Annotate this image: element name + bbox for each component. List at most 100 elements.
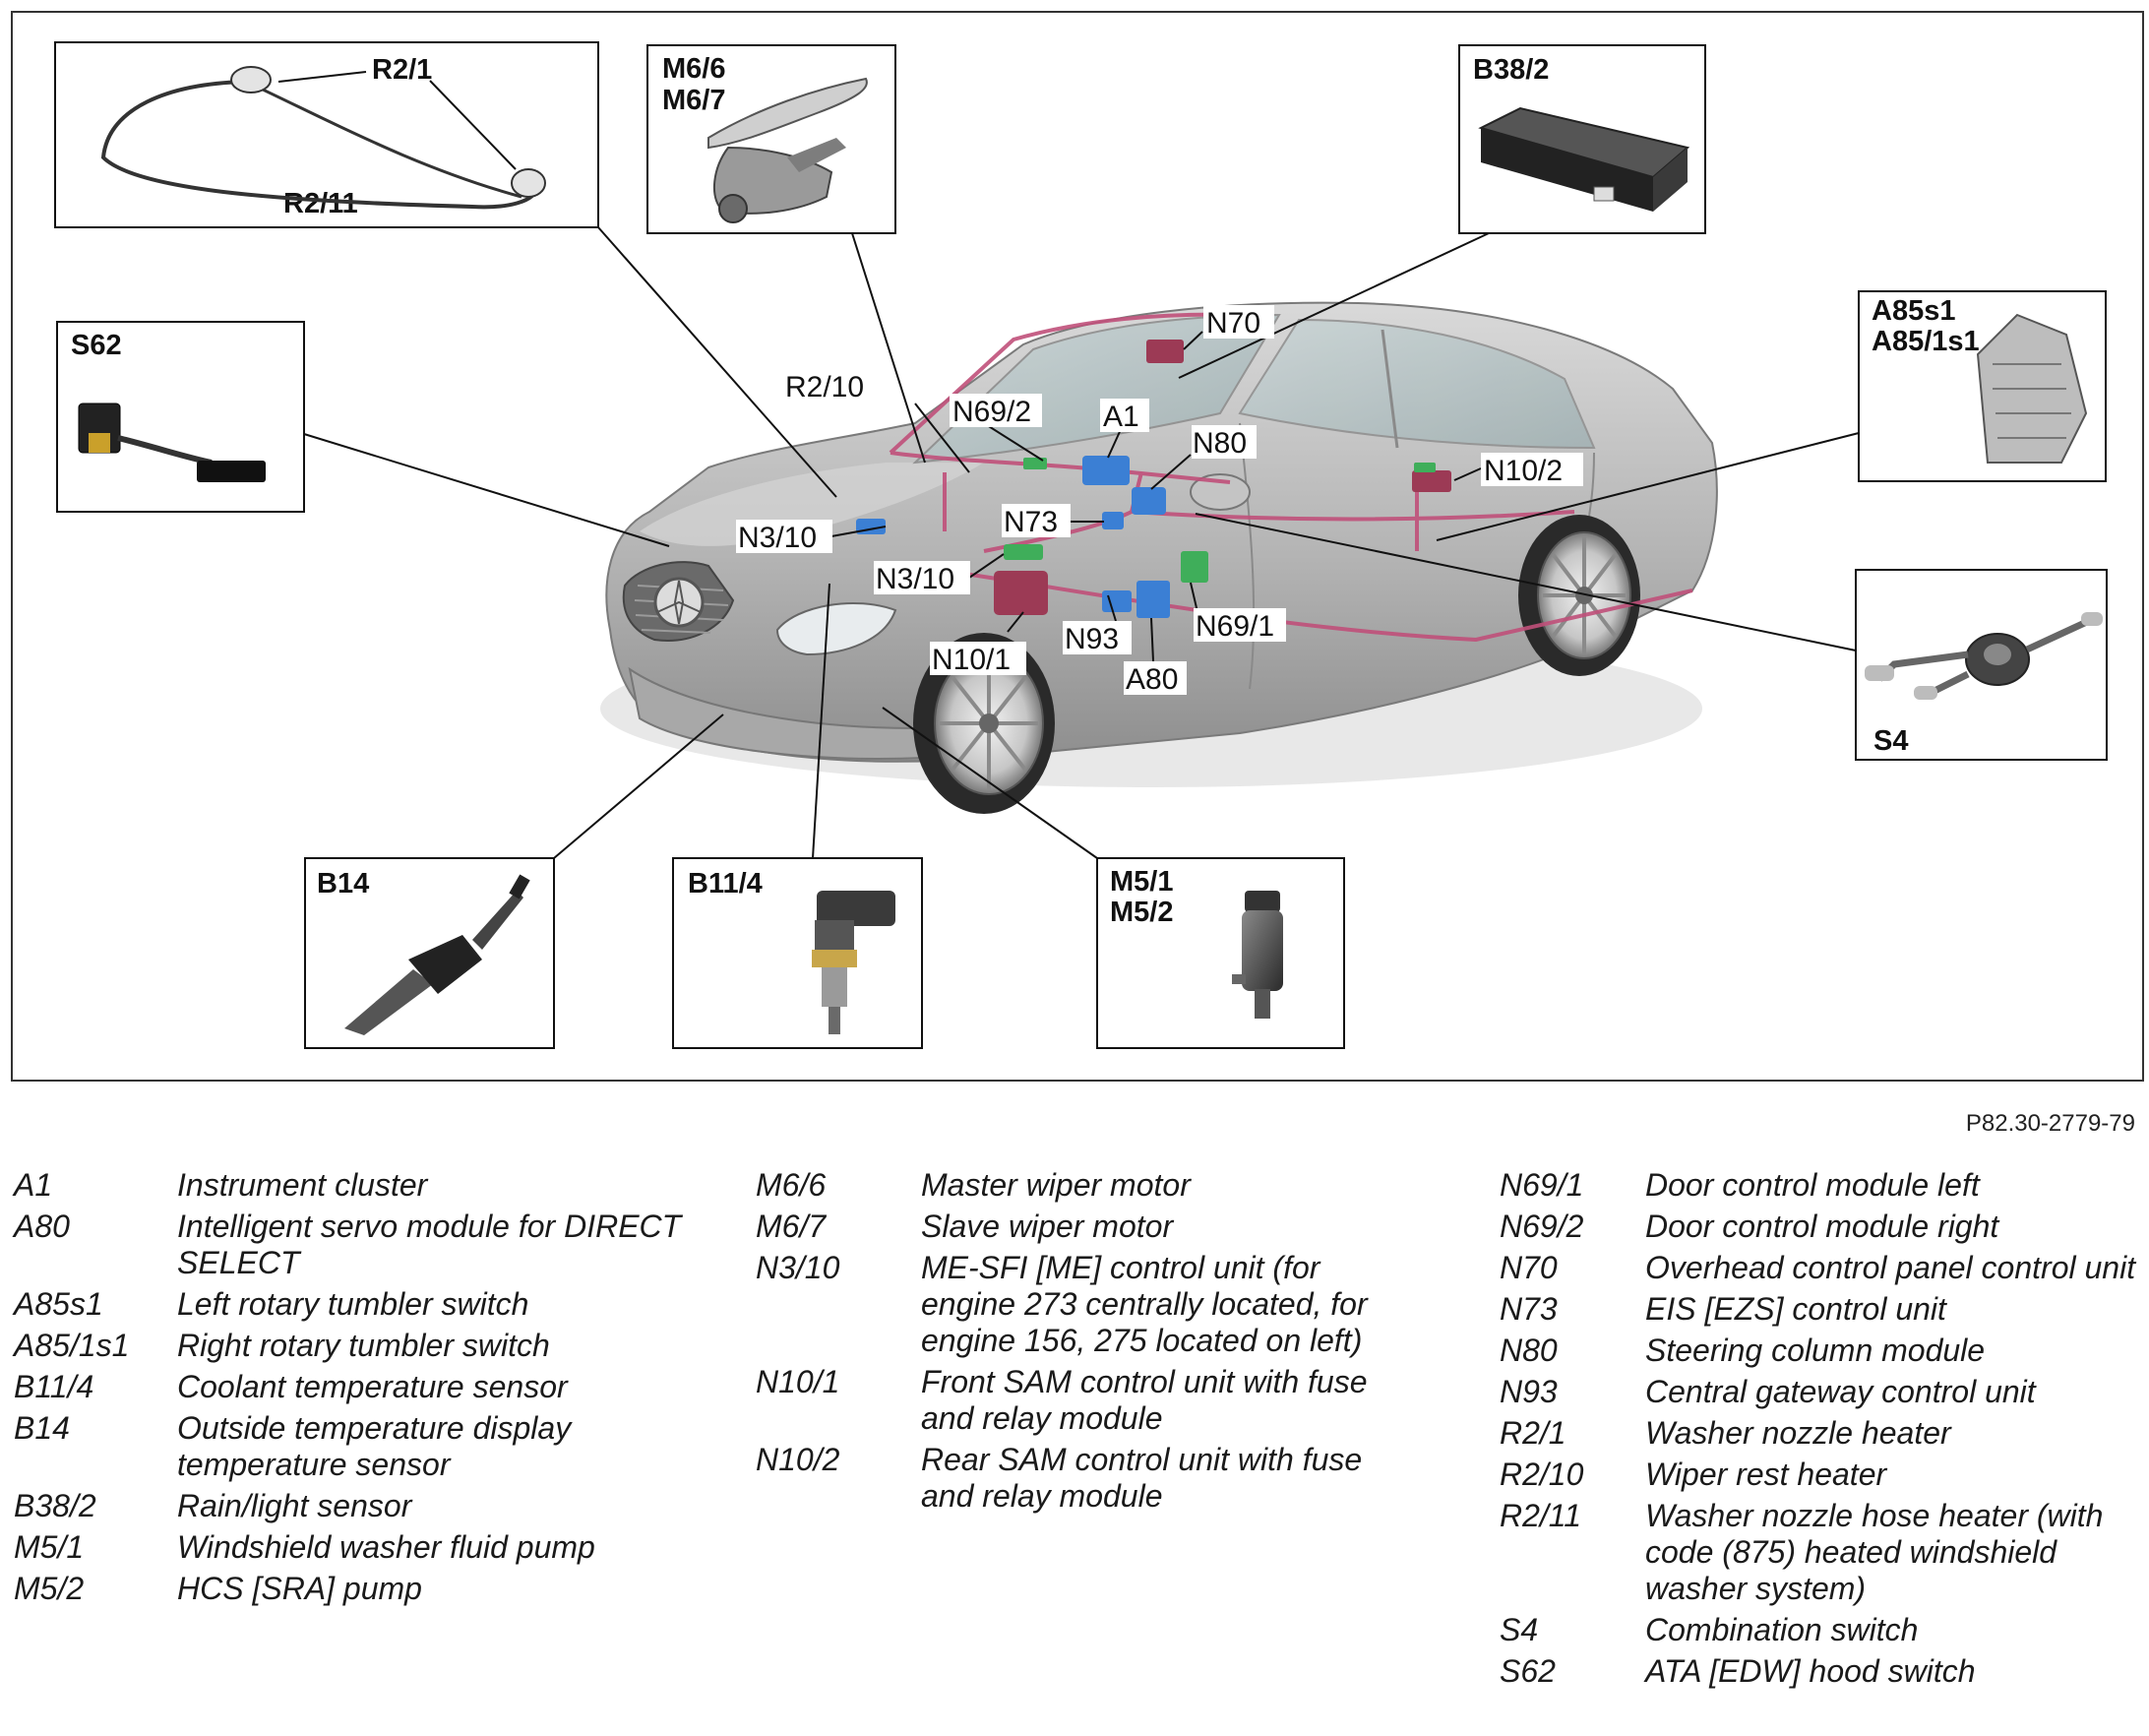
legend-code: R2/11 — [1500, 1498, 1582, 1533]
legend-description: Steering column module — [1645, 1333, 1986, 1368]
callout-n80: N80 — [1192, 425, 1257, 460]
callout-n69-2: N69/2 — [950, 394, 1042, 428]
legend-code: B14 — [14, 1410, 70, 1446]
legend-code: B38/2 — [14, 1488, 96, 1523]
svg-text:N73: N73 — [1004, 506, 1058, 538]
legend-code: N73 — [1500, 1291, 1558, 1327]
svg-text:N10/2: N10/2 — [1484, 455, 1563, 487]
inset-b38-label: B38/2 — [1473, 54, 1549, 86]
inset-a85-label-2: A85/1s1 — [1872, 326, 1980, 357]
legend-code: R2/1 — [1500, 1415, 1566, 1451]
legend-code: M6/6 — [756, 1167, 827, 1203]
legend-code: A80 — [14, 1209, 70, 1244]
module-a1 — [1082, 456, 1130, 485]
inset-m5-label-1: M5/1 — [1110, 866, 1173, 898]
legend-description: Coolant temperature sensor — [177, 1369, 568, 1404]
callout-labels: N70 R2/10 N69/2 A1 N80 N10/2 N73 N3/10 — [736, 305, 1583, 696]
legend-row: N69/1 Door control module left — [1500, 1167, 2139, 1204]
callout-n93: N93 — [1063, 621, 1132, 655]
callout-n10-1: N10/1 — [930, 642, 1026, 676]
legend-code: S4 — [1500, 1612, 1539, 1647]
callout-n10-2: N10/2 — [1481, 453, 1583, 487]
legend-code: N10/2 — [756, 1442, 840, 1477]
callout-n73: N73 — [1002, 504, 1071, 538]
callout-a80: A80 — [1124, 661, 1187, 696]
callout-n3-10-upper: N3/10 — [736, 520, 832, 554]
hood-switch-icon — [78, 403, 266, 482]
temperature-sensor-icon — [344, 874, 530, 1035]
legend-row: M6/7 Slave wiper motor — [756, 1209, 1405, 1245]
legend-description: HCS [SRA] pump — [177, 1571, 422, 1606]
washer-pump-icon — [1232, 891, 1283, 1019]
svg-text:R2/10: R2/10 — [785, 371, 864, 403]
legend-code: N3/10 — [756, 1250, 840, 1285]
legend-description: Door control module left — [1645, 1167, 1980, 1203]
legend-description: Door control module right — [1645, 1209, 1999, 1244]
inset-s62: S62 — [56, 321, 305, 513]
module-n69-1 — [1181, 551, 1208, 583]
callout-a1: A1 — [1100, 399, 1149, 433]
legend-code: R2/10 — [1500, 1457, 1584, 1492]
washer-nozzle-icon — [230, 66, 272, 93]
washer-nozzle-icon — [511, 168, 546, 198]
legend-code: A85/1s1 — [14, 1328, 130, 1363]
wiper-motor-icon — [707, 77, 868, 223]
headlight — [775, 601, 897, 656]
legend-description: Slave wiper motor — [921, 1209, 1174, 1244]
inset-s62-label: S62 — [71, 330, 122, 361]
rear-wheel — [1518, 515, 1640, 676]
inset-a85-label-1: A85s1 — [1872, 295, 1955, 327]
module-n10-1 — [994, 571, 1048, 615]
callout-n70: N70 — [1203, 305, 1274, 340]
legend-description: Master wiper motor — [921, 1167, 1191, 1203]
callout-n3-10-lower: N3/10 — [874, 561, 970, 595]
legend-description: Left rotary tumbler switch — [177, 1286, 529, 1322]
module-n93 — [1102, 590, 1132, 612]
svg-text:N3/10: N3/10 — [876, 563, 954, 595]
legend-code: N10/1 — [756, 1364, 840, 1399]
side-window — [1238, 318, 1596, 450]
inset-s4: S4 — [1855, 569, 2108, 761]
callout-n69-1: N69/1 — [1194, 608, 1286, 643]
svg-text:A1: A1 — [1103, 401, 1139, 433]
legend-code: N69/1 — [1500, 1167, 1584, 1203]
combination-switch-icon — [1865, 612, 2103, 700]
svg-text:N69/1: N69/1 — [1196, 610, 1274, 643]
inset-a85: A85s1 A85/1s1 — [1858, 290, 2107, 482]
svg-text:N70: N70 — [1206, 307, 1260, 340]
legend-row: M6/6 Master wiper motor — [756, 1167, 1405, 1204]
coolant-sensor-icon — [812, 891, 895, 1034]
control-modules — [856, 340, 1451, 618]
inset-m6: M6/6 M6/7 — [646, 44, 896, 234]
inset-r2-label-2: R2/11 — [283, 188, 358, 219]
legend-code: M5/1 — [14, 1529, 85, 1565]
legend-code: S62 — [1500, 1653, 1556, 1689]
legend-description: Washer nozzle heater — [1645, 1415, 1951, 1451]
legend-description: Rear SAM control unit with fuse and rela… — [921, 1442, 1363, 1514]
rain-light-sensor-icon — [1478, 106, 1690, 212]
svg-text:N69/2: N69/2 — [952, 396, 1031, 428]
legend-code: N93 — [1500, 1374, 1558, 1409]
module-n69-2 — [1023, 458, 1047, 469]
legend-code: M6/7 — [756, 1209, 827, 1244]
legend-row: R2/1 Washer nozzle heater — [1500, 1415, 2139, 1452]
legend-row: N10/2 Rear SAM control unit with fuse and… — [756, 1442, 1405, 1515]
inset-m5-label-2: M5/2 — [1110, 897, 1173, 928]
legend-description: Overhead control panel control unit — [1645, 1250, 2136, 1285]
